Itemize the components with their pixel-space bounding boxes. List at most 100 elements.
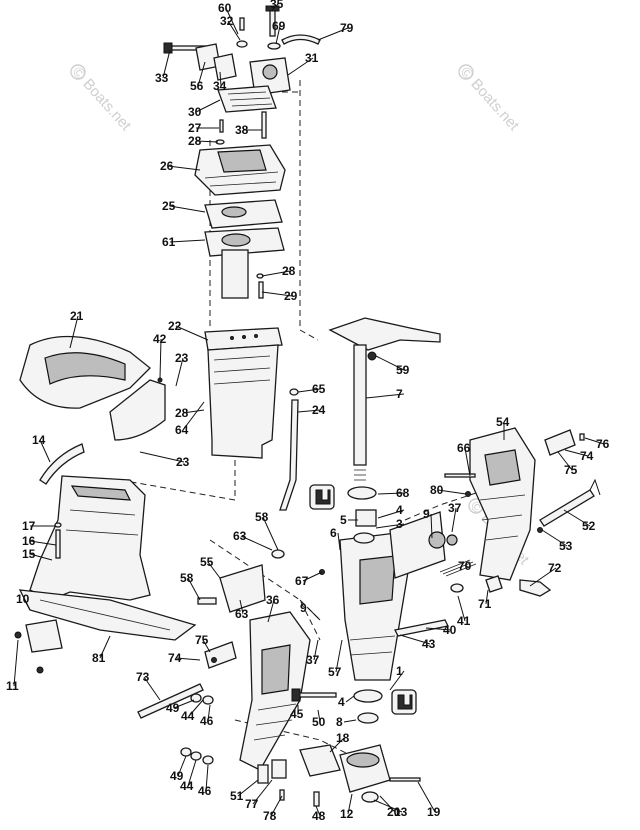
callout-number: 18 xyxy=(336,731,350,745)
callout-number: 66 xyxy=(457,441,471,455)
callout-number: 55 xyxy=(200,555,214,569)
callout-number: 31 xyxy=(305,51,319,65)
callout-number: 67 xyxy=(295,574,309,588)
callout-number: 5 xyxy=(340,513,347,527)
leader-line xyxy=(464,447,471,477)
callout-number: 24 xyxy=(312,403,326,417)
callout-number: 49 xyxy=(170,769,184,783)
callout-number: 54 xyxy=(496,415,510,429)
spring-70 xyxy=(439,559,477,577)
callout-number: 10 xyxy=(16,592,30,606)
callout-number: 42 xyxy=(153,332,167,346)
callout-number: 11 xyxy=(6,679,19,693)
bushing-75-left xyxy=(204,641,237,669)
leader-line xyxy=(261,270,291,277)
leader-line xyxy=(175,325,209,341)
leader-line xyxy=(99,635,111,659)
bushing-75-top xyxy=(544,429,585,456)
grommet-14 xyxy=(39,443,85,485)
swivel-head-31 xyxy=(249,57,291,96)
callout-number: 37 xyxy=(448,501,462,515)
callout-number: 4 xyxy=(396,503,403,517)
leader-line xyxy=(389,670,405,691)
callout-number: 1 xyxy=(396,664,403,678)
leader-line xyxy=(239,599,244,615)
leader-line xyxy=(485,589,489,605)
bolt-58-left xyxy=(197,597,217,605)
watermark-top-right: © Boats.net xyxy=(457,64,523,135)
callout-number: 74 xyxy=(168,651,182,665)
callout-number: 63 xyxy=(233,529,247,543)
leader-line xyxy=(69,315,79,349)
callout-number: 37 xyxy=(306,653,320,667)
callout-number: 19 xyxy=(427,805,441,819)
leader-line xyxy=(557,451,573,471)
leader-line xyxy=(169,239,206,243)
callout-number: 72 xyxy=(548,561,562,575)
leader-line xyxy=(564,449,589,457)
leader-line xyxy=(365,393,405,399)
callout-number: 63 xyxy=(235,607,249,621)
leader-line xyxy=(375,523,405,529)
callout-number: 8 xyxy=(336,715,343,729)
callout-number: 14 xyxy=(32,433,46,447)
callout-number: 74 xyxy=(580,449,594,463)
callout-number: 22 xyxy=(168,319,182,333)
leader-lines xyxy=(13,3,605,817)
callout-number: 44 xyxy=(180,779,194,793)
leader-line xyxy=(425,627,452,631)
lower-housing-15 xyxy=(29,475,151,601)
screws-11 xyxy=(14,631,44,674)
callout-number: 9 xyxy=(423,507,430,521)
callout-number: 57 xyxy=(328,665,342,679)
leader-line xyxy=(347,793,353,815)
leader-line xyxy=(227,20,241,41)
leader-line xyxy=(175,357,184,387)
leader-line xyxy=(13,639,19,687)
callout-number: 15 xyxy=(22,547,36,561)
leader-line xyxy=(307,607,321,621)
stud-16 xyxy=(54,522,62,559)
leader-line xyxy=(182,401,205,431)
leader-line xyxy=(23,598,31,611)
callout-number: 75 xyxy=(195,633,209,647)
thrust-washer-8 xyxy=(353,689,383,724)
callout-number: 13 xyxy=(394,805,408,819)
exhaust-tube-22 xyxy=(204,327,283,459)
leader-line xyxy=(162,49,171,79)
leader-line xyxy=(375,355,405,371)
plate-25 xyxy=(204,199,283,229)
leader-line xyxy=(335,639,343,673)
leader-line xyxy=(159,338,162,379)
leader-line xyxy=(451,507,457,533)
watermark-text: Boats.net xyxy=(79,76,135,135)
leader-line xyxy=(195,99,221,113)
callout-number: 46 xyxy=(200,714,214,728)
callout-number: 3 xyxy=(396,517,403,531)
callout-number: 64 xyxy=(175,423,189,437)
leader-line xyxy=(177,755,187,777)
leader-line xyxy=(182,409,205,414)
adapter-61 xyxy=(204,227,285,299)
leader-line xyxy=(175,657,201,661)
block-18 xyxy=(299,744,341,777)
leader-line xyxy=(271,3,279,11)
leader-line xyxy=(252,779,273,805)
leader-line xyxy=(237,779,259,797)
leader-line xyxy=(261,291,293,297)
leader-line xyxy=(240,535,273,551)
leader-line xyxy=(202,639,211,653)
callout-number: 77 xyxy=(245,797,259,811)
callout-number: 26 xyxy=(160,159,174,173)
bolt-50 xyxy=(291,688,337,702)
washer-63 xyxy=(271,549,285,559)
callout-number: 36 xyxy=(266,593,280,607)
callout-number: 58 xyxy=(180,571,194,585)
water-tube-24 xyxy=(279,388,299,511)
callout-number: 6 xyxy=(330,526,337,540)
leader-line xyxy=(195,140,219,143)
leader-line xyxy=(563,509,591,527)
tilt-rod-52 xyxy=(539,478,601,527)
leader-line xyxy=(437,489,467,495)
